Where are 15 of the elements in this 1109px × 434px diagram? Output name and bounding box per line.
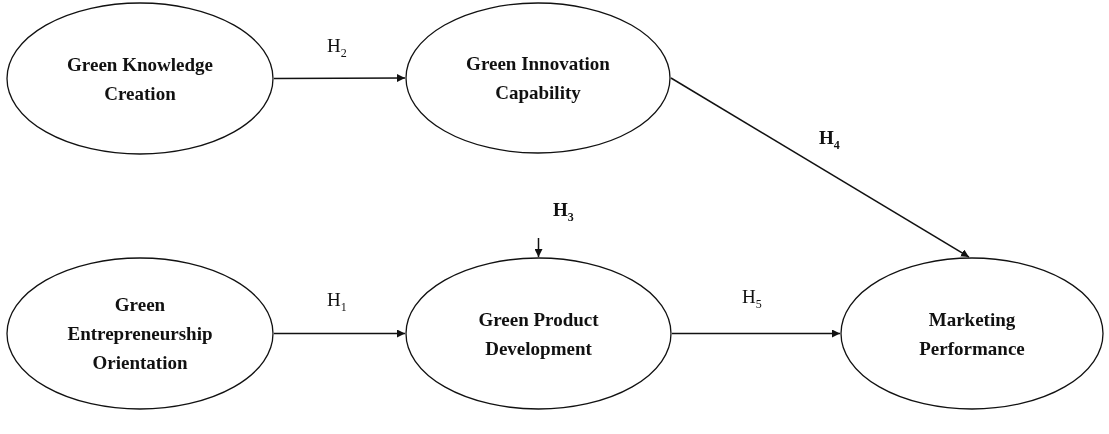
arrow (534, 237, 543, 258)
construct-label: Green Knowledge Creation (66, 52, 214, 106)
arrow (670, 77, 970, 258)
construct-ellipse (840, 257, 1104, 410)
arrow (671, 329, 841, 338)
arrow (273, 329, 406, 338)
construct-label: Green Entrepreneurship Orientation (66, 293, 214, 375)
construct-label: Green Product Development (477, 307, 600, 361)
construct-label: Marketing Performance (918, 307, 1026, 361)
construct-ellipse (6, 257, 274, 410)
construct-ellipse (405, 257, 672, 410)
construct-ellipse (405, 2, 671, 154)
construct-label: Green Innovation Capability (465, 52, 611, 105)
arrow (273, 74, 406, 83)
construct-ellipse (6, 2, 274, 155)
